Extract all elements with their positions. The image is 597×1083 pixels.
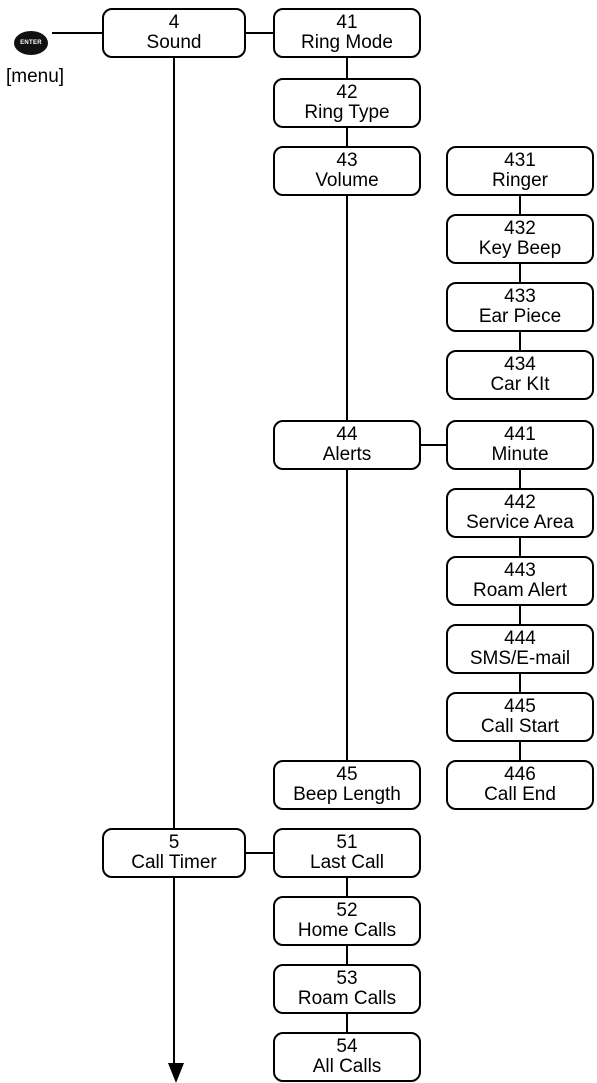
connector-minute-service-area (519, 470, 521, 488)
menu-node-number: 5 (168, 832, 180, 853)
connector-sms-email-call-start (519, 674, 521, 692)
menu-node-label: Ear Piece (478, 306, 562, 327)
menu-node-number: 434 (504, 354, 536, 375)
menu-node-number: 432 (504, 218, 536, 239)
connector-last-call-home-calls (346, 878, 348, 896)
menu-node-label: Roam Calls (297, 988, 397, 1009)
menu-node-label: Last Call (310, 852, 384, 873)
connector-key-beep-ear-piece (519, 264, 521, 282)
menu-node-number: 442 (504, 492, 536, 513)
menu-node-label: Volume (315, 170, 379, 191)
menu-caption: [menu] (6, 66, 65, 87)
connector-ear-piece-car-kit (519, 332, 521, 350)
connector-alerts-minute (421, 444, 446, 446)
menu-node-number: 54 (336, 1036, 358, 1057)
menu-node-number: 444 (504, 628, 536, 649)
menu-node-label: Car KIt (490, 374, 550, 395)
menu-node-number: 446 (504, 764, 536, 785)
menu-node-number: 433 (504, 286, 536, 307)
connector-call-start-call-end (519, 742, 521, 760)
connector-service-area-roam-alert (519, 538, 521, 556)
connector-roam-calls-all-calls (346, 1014, 348, 1032)
menu-node-number: 445 (504, 696, 536, 717)
menu-node-number: 4 (168, 12, 180, 33)
menu-node-label: Service Area (466, 512, 574, 533)
menu-node-number: 431 (504, 150, 536, 171)
menu-node-label: Beep Length (293, 784, 401, 805)
menu-node-number: 42 (336, 82, 358, 103)
connector-calltimer-lastcall (246, 852, 273, 854)
enter-key-label: ENTER (20, 40, 42, 46)
connector-trunk-2 (173, 878, 175, 1063)
connector-home-calls-roam-calls (346, 946, 348, 964)
connector-roam-alert-sms-email (519, 606, 521, 624)
menu-node-label: Call Start (480, 716, 560, 737)
menu-node-number: 45 (336, 764, 358, 785)
menu-node-label: Ringer (492, 170, 548, 191)
menu-node-label: Minute (491, 444, 549, 465)
menu-node-number: 43 (336, 150, 358, 171)
menu-node-label: Roam Alert (473, 580, 567, 601)
connector-alerts-beep-length (346, 470, 348, 760)
connector-enter-sound (52, 32, 102, 34)
menu-node-label: Home Calls (297, 920, 397, 941)
connector-ring-type-volume (346, 128, 348, 146)
connector-ringer-key-beep (519, 196, 521, 214)
menu-node-label: SMS/E-mail (469, 648, 571, 669)
menu-node-number: 51 (336, 832, 358, 853)
menu-node-label: Call End (484, 784, 556, 805)
menu-node-number: 441 (504, 424, 536, 445)
enter-key-icon: ENTER (14, 31, 48, 55)
connector-trunk-1 (173, 58, 175, 828)
menu-node-label: Call Timer (131, 852, 217, 873)
menu-node-number: 52 (336, 900, 358, 921)
menu-node-label: Key Beep (478, 238, 562, 259)
menu-node-label: Ring Type (304, 102, 390, 123)
menu-node-label: Ring Mode (301, 32, 393, 53)
connector-sound-ringmode (246, 32, 273, 34)
down-arrow-icon (168, 1063, 184, 1083)
menu-node-number: 443 (504, 560, 536, 581)
menu-node-number: 41 (336, 12, 358, 33)
menu-node-number: 53 (336, 968, 358, 989)
menu-node-label: Alerts (322, 444, 372, 465)
connector-volume-alerts (346, 196, 348, 420)
menu-node-number: 44 (336, 424, 358, 445)
menu-node-label: Sound (146, 32, 202, 53)
connector-ring-mode-ring-type (346, 58, 348, 78)
menu-node-label: All Calls (312, 1056, 382, 1077)
